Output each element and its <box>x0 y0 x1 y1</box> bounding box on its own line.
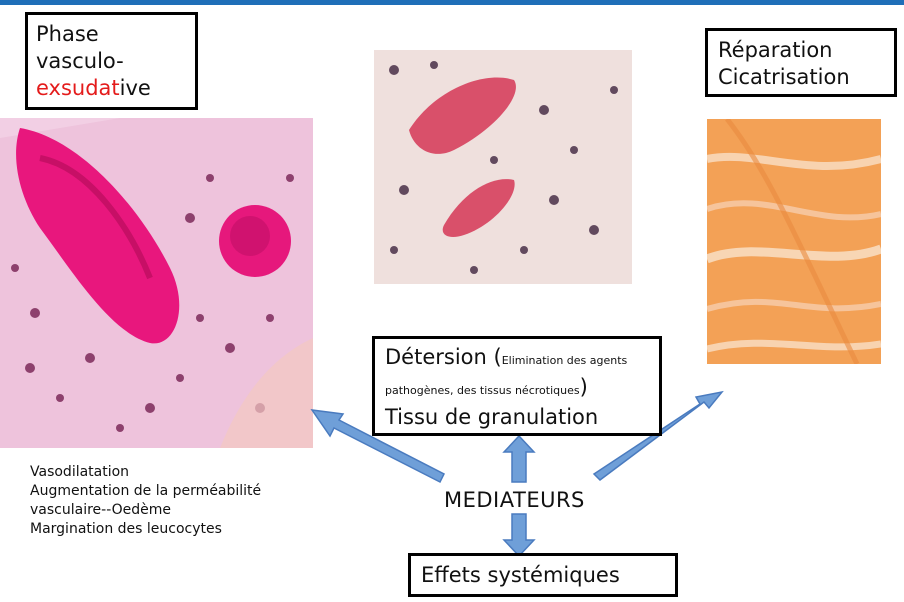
vascular-effects-notes: Vasodilatation Augmentation de la perméa… <box>30 463 261 539</box>
box-line: Tissu de granulation <box>385 405 599 429</box>
detersion-box: Détersion (Elimination des agents pathog… <box>372 336 662 436</box>
box-text: Elimination des agents <box>501 354 628 367</box>
highlighted-text: exsudat <box>36 76 120 100</box>
box-line: exsudative <box>36 75 187 102</box>
phase-vasculo-exsudative-box: Phase vasculo- exsudative <box>25 12 198 110</box>
histology-image-detersion <box>374 50 632 284</box>
box-line: Cicatrisation <box>718 65 850 89</box>
histology-image-vasculo-exsudative <box>0 118 313 448</box>
note-line: vasculaire--Oedème <box>30 502 172 518</box>
box-line: Détersion (Elimination des agents <box>385 343 649 375</box>
arrow-to-effets-systemiques <box>502 513 536 558</box>
box-line: Réparation <box>718 38 833 62</box>
box-line: vasculo- <box>36 49 124 73</box>
note-line: Augmentation de la perméabilité <box>30 483 262 499</box>
note-line: Margination des leucocytes <box>30 521 222 537</box>
effets-systemiques-box: Effets systémiques <box>408 553 678 597</box>
box-text: Détersion ( <box>385 345 502 369</box>
arrow-to-detersion <box>502 434 536 483</box>
note-line: Vasodilatation <box>30 464 130 480</box>
box-text: pathogènes, des tissus nécrotiques <box>385 384 580 397</box>
box-line: pathogènes, des tissus nécrotiques) <box>385 375 649 403</box>
top-accent-bar <box>0 0 904 5</box>
arrow-to-vasculo-exsudative <box>310 409 446 484</box>
box-line: Phase <box>36 22 99 46</box>
box-text: Effets systémiques <box>421 563 620 587</box>
box-text: ive <box>119 76 151 100</box>
arrow-to-cicatrisation <box>592 390 724 481</box>
box-text: ) <box>579 375 588 399</box>
reparation-cicatrisation-box: Réparation Cicatrisation <box>705 28 897 97</box>
histology-image-cicatrisation <box>707 119 881 364</box>
mediateurs-label: MEDIATEURS <box>444 488 585 512</box>
